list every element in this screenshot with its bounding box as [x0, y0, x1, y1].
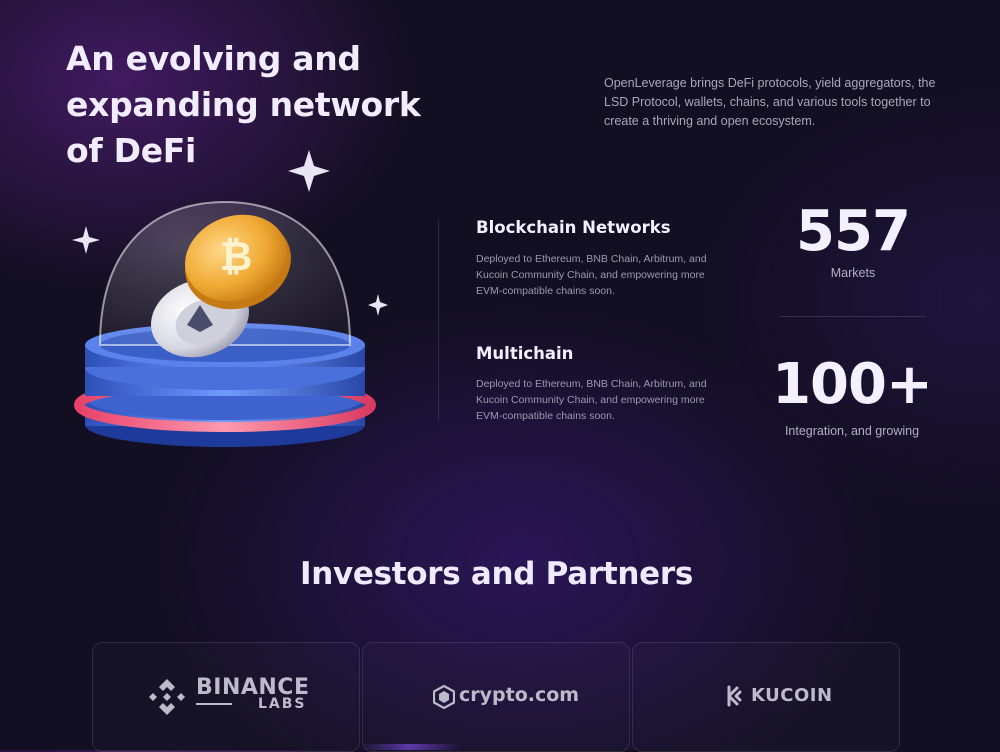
crypto-com-wordmark: crypto.com: [459, 684, 580, 706]
feature-description-blockchain-networks: Deployed to Ethereum, BNB Chain, Arbitru…: [476, 253, 707, 297]
vertical-divider: [438, 220, 439, 420]
binance-underline: [196, 703, 232, 705]
feature-title-blockchain-networks: Blockchain Networks: [476, 218, 671, 237]
partners-section-title: Investors and Partners: [299, 556, 694, 592]
stat-integration-value: 100+: [772, 352, 933, 417]
stat-markets-value: 557: [796, 199, 911, 264]
defi-dome-illustration: ₿: [72, 150, 388, 447]
bottom-glow: [360, 744, 460, 750]
partner-card-binance-labs[interactable]: BINANCE LABS: [92, 642, 360, 752]
stats-divider: [780, 316, 926, 317]
kucoin-wordmark: KUCOIN: [751, 685, 833, 706]
sparkle-icon: [72, 150, 388, 316]
partner-card-crypto-com[interactable]: crypto.com: [362, 642, 630, 752]
svg-text:₿: ₿: [220, 234, 253, 280]
feature-description-multichain: Deployed to Ethereum, BNB Chain, Arbitru…: [476, 378, 707, 422]
feature-title-multichain: Multichain: [476, 344, 574, 363]
stat-integration-label: Integration, and growing: [784, 424, 920, 438]
binance-logo-icon: [149, 679, 185, 715]
binance-wordmark: BINANCE: [196, 675, 310, 700]
hero-description: OpenLeverage brings DeFi protocols, yiel…: [604, 76, 936, 128]
partner-card-kucoin[interactable]: KUCOIN: [632, 642, 900, 752]
binance-labs-wordmark: LABS: [258, 696, 307, 712]
crypto-com-logo-icon: [433, 685, 455, 709]
bitcoin-coin-icon: ₿: [185, 214, 291, 310]
stat-markets-label: Markets: [830, 266, 876, 280]
kucoin-logo-icon: [727, 685, 742, 707]
hero-title: An evolving and expanding network of DeF…: [66, 39, 421, 170]
